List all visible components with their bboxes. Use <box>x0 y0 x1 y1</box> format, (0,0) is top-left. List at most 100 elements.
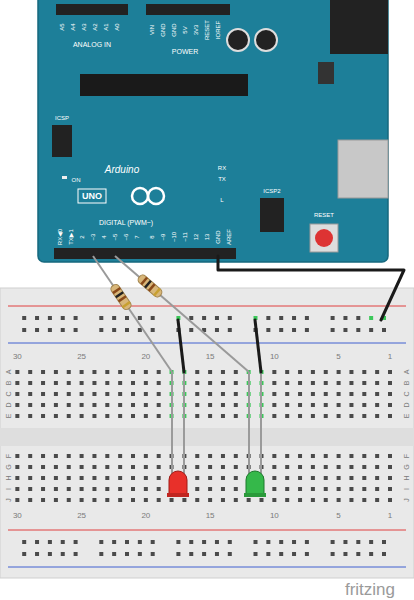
hole <box>189 540 193 544</box>
hole <box>195 498 199 502</box>
hole <box>15 454 19 458</box>
hole <box>41 403 45 407</box>
hole <box>298 476 302 480</box>
pin-label: ~3 <box>90 234 96 241</box>
hole <box>292 328 296 332</box>
hole <box>337 381 341 385</box>
hole <box>22 540 26 544</box>
hole <box>375 465 379 469</box>
pin-label: 3V3 <box>193 25 199 36</box>
hole <box>99 316 103 320</box>
hole <box>54 392 58 396</box>
pin-label: 2 <box>79 235 85 238</box>
hole <box>131 487 135 491</box>
hole <box>28 476 32 480</box>
hole <box>195 370 199 374</box>
hole <box>125 328 129 332</box>
hole <box>92 454 96 458</box>
hole <box>375 454 379 458</box>
hole <box>221 414 225 418</box>
pin-label: 5V <box>182 26 188 33</box>
hole <box>41 370 45 374</box>
header-label: DIGITAL (PWM~) <box>99 219 153 226</box>
hole <box>285 414 289 418</box>
hole <box>279 540 283 544</box>
hole <box>369 328 373 332</box>
hole <box>362 454 366 458</box>
hole <box>337 454 341 458</box>
hole <box>375 370 379 374</box>
hole <box>388 454 392 458</box>
hole <box>356 328 360 332</box>
hole <box>105 498 109 502</box>
hole <box>221 454 225 458</box>
hole <box>349 370 353 374</box>
usb-port <box>338 140 388 198</box>
hole <box>144 498 148 502</box>
pin-label: 13 <box>204 234 210 241</box>
hole <box>215 328 219 332</box>
hole <box>118 403 122 407</box>
hole <box>118 465 122 469</box>
resistor-lead <box>115 256 249 372</box>
hole <box>208 487 212 491</box>
microcontroller-chip <box>80 74 248 96</box>
hole <box>41 465 45 469</box>
hole <box>221 392 225 396</box>
hole <box>74 328 78 332</box>
hole <box>28 498 32 502</box>
pin-label: RX◀0 <box>57 229 63 245</box>
hole <box>118 487 122 491</box>
hole <box>311 498 315 502</box>
hole <box>170 498 174 502</box>
hole <box>157 392 161 396</box>
ground-wire <box>178 256 404 372</box>
icsp-header <box>52 125 72 157</box>
hole <box>324 381 328 385</box>
hole <box>182 498 186 502</box>
hole <box>356 316 360 320</box>
hole <box>54 476 58 480</box>
hole <box>260 498 264 502</box>
row-letter: B <box>403 381 410 386</box>
hole <box>15 392 19 396</box>
hole <box>375 403 379 407</box>
hole <box>285 370 289 374</box>
board-label: ICSP <box>55 115 69 121</box>
hole <box>382 552 386 556</box>
pin-label: A3 <box>81 23 87 30</box>
hole <box>195 392 199 396</box>
hole <box>15 370 19 374</box>
hole <box>80 403 84 407</box>
hole <box>41 476 45 480</box>
row-letter: H <box>403 475 410 480</box>
hole <box>272 465 276 469</box>
hole <box>324 370 328 374</box>
hole <box>54 403 58 407</box>
hole <box>369 316 373 320</box>
pin-label: ~9 <box>160 234 166 241</box>
row-letter: H <box>5 475 12 480</box>
hole <box>215 540 219 544</box>
hole <box>189 316 193 320</box>
hole <box>298 370 302 374</box>
hole <box>247 498 251 502</box>
hole <box>305 328 309 332</box>
hole <box>337 370 341 374</box>
digital-header <box>54 248 148 259</box>
hole <box>331 328 335 332</box>
center-channel <box>0 428 414 446</box>
hole <box>266 552 270 556</box>
hole <box>22 552 26 556</box>
pin-label: ~10 <box>171 232 177 242</box>
hole <box>28 403 32 407</box>
hole <box>221 487 225 491</box>
hole <box>324 414 328 418</box>
hole <box>105 414 109 418</box>
power-jack <box>330 0 388 54</box>
hole <box>151 316 155 320</box>
hole <box>272 370 276 374</box>
hole <box>48 552 52 556</box>
hole <box>195 403 199 407</box>
